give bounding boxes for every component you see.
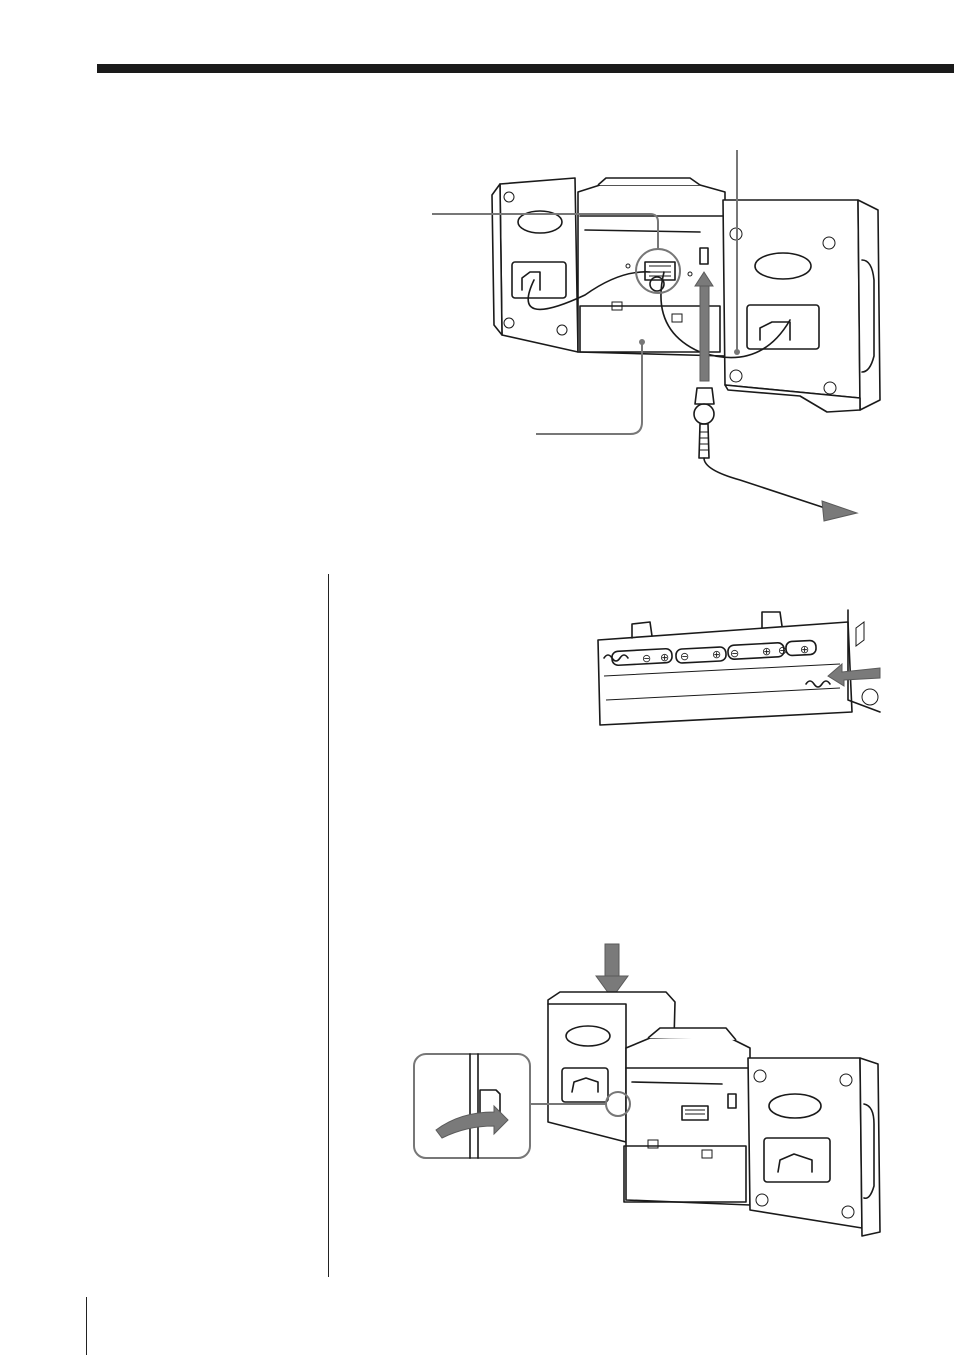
footer-tick [86, 1297, 87, 1355]
figure-speaker-attach [0, 0, 954, 1250]
